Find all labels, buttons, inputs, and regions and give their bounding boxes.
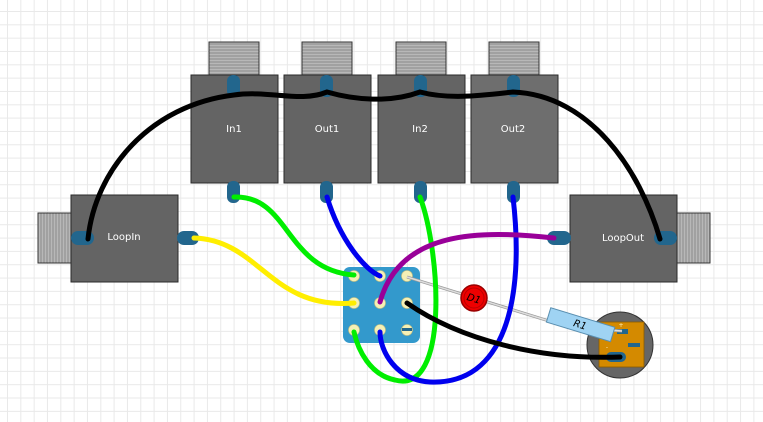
led-body — [460, 284, 488, 312]
jack-thread — [301, 41, 353, 77]
jack-lug-left[interactable] — [547, 231, 571, 245]
jack-thread — [37, 212, 73, 264]
jack-in1[interactable]: In1 — [190, 41, 279, 203]
jack-loopout[interactable]: LoopOut — [547, 194, 711, 283]
led-lens — [463, 287, 485, 309]
led-d1[interactable]: D1 — [460, 284, 488, 312]
unused-pin-marker — [402, 328, 412, 331]
wire-in1-switch[interactable] — [231, 194, 357, 278]
dc-plus-label: + — [618, 322, 623, 329]
dc-lug-sleeve[interactable] — [628, 343, 640, 347]
jack-thread — [208, 41, 260, 77]
resistor-label: R1 — [572, 318, 588, 332]
jack-label: In1 — [226, 124, 242, 135]
led-label: D1 — [465, 292, 482, 307]
jack-label: In2 — [412, 124, 428, 135]
jack-lug-bottom[interactable] — [414, 181, 427, 203]
jack-label: LoopIn — [107, 232, 140, 243]
wires — [85, 89, 663, 385]
jack-label: Out2 — [501, 124, 526, 135]
dc-lug-plus[interactable] — [617, 329, 628, 334]
resistor-r1[interactable]: R1 — [545, 307, 616, 343]
wire-loop-ground[interactable] — [85, 89, 663, 242]
switch-pin-3[interactable] — [401, 270, 413, 282]
wire-dc-ground-switch[interactable] — [404, 300, 623, 360]
wire-loopout-switch[interactable] — [377, 232, 557, 305]
resistor-body — [545, 307, 616, 343]
jack-thread — [395, 41, 447, 77]
jack-thread — [488, 41, 540, 77]
jack-out1[interactable]: Out1 — [283, 41, 372, 203]
wire-loopin-switch[interactable] — [191, 235, 357, 306]
jack-out2[interactable]: Out2 — [470, 41, 559, 203]
wire-out2-switch[interactable] — [377, 194, 519, 385]
jack-loopin[interactable]: LoopIn — [37, 194, 199, 283]
jack-lug-top[interactable] — [227, 75, 240, 97]
jack-lug-right[interactable] — [177, 231, 199, 245]
jack-label: Out1 — [315, 124, 340, 135]
dc-minus-label: - — [606, 344, 608, 351]
jack-label: LoopOut — [602, 233, 644, 244]
jack-in2[interactable]: In2 — [377, 41, 466, 203]
jack-thread — [675, 212, 711, 264]
jack-lug-bottom[interactable] — [227, 181, 240, 203]
wire-out1-switch[interactable] — [324, 194, 383, 279]
jack-lug-bottom[interactable] — [507, 181, 520, 203]
